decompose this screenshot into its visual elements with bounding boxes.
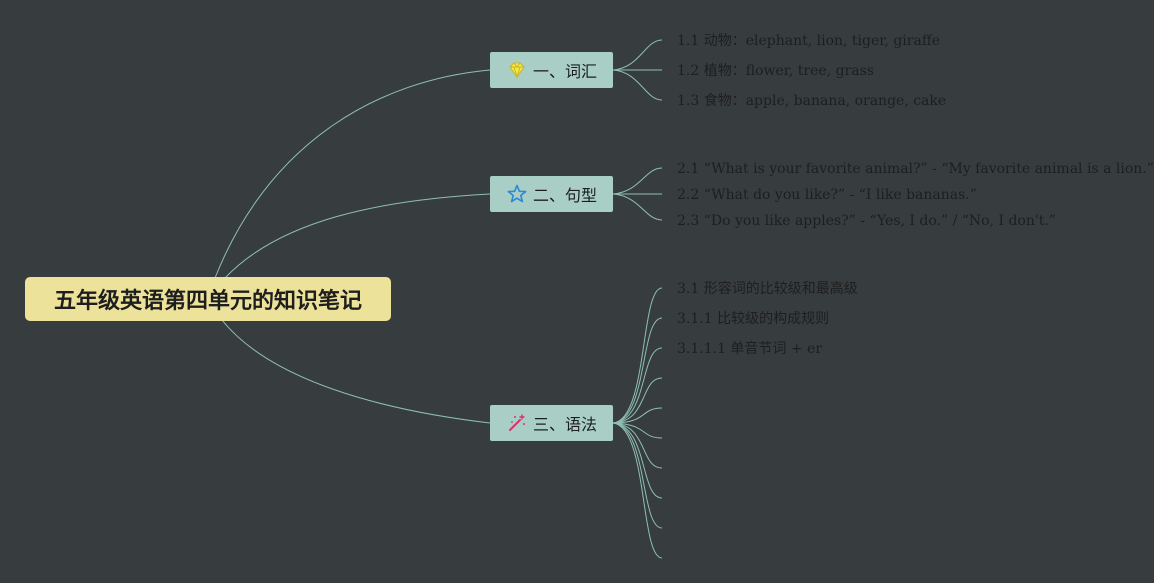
subtopic-item[interactable]: 2.3 “Do you like apples?” - “Yes, I do.”…	[677, 213, 1056, 229]
subtopic-item[interactable]: 1.3 食物：apple, banana, orange, cake	[677, 93, 947, 109]
magic-wand-icon	[507, 413, 527, 433]
topic-grammar[interactable]: 三、语法	[490, 405, 613, 441]
subtopic-item[interactable]: 2.2 “What do you like?” - “I like banana…	[677, 187, 977, 203]
central-topic[interactable]: 五年级英语第四单元的知识笔记	[25, 277, 391, 321]
central-topic-label: 五年级英语第四单元的知识笔记	[53, 289, 362, 314]
topic-sentence-patterns[interactable]: 二、句型	[490, 176, 613, 212]
topic-sentence-patterns-label: 二、句型	[533, 186, 598, 205]
star-icon	[507, 184, 527, 204]
topic-vocabulary-label: 一、词汇	[533, 62, 598, 81]
subtopic-item[interactable]: 3.1.1.1 单音节词 + er	[677, 341, 823, 357]
topic-vocabulary[interactable]: 一、词汇	[490, 52, 613, 88]
subtopic-item[interactable]: 1.1 动物：elephant, lion, tiger, giraffe	[677, 33, 941, 49]
subtopic-item[interactable]: 3.1.1 比较级的构成规则	[677, 311, 830, 327]
subtopic-item[interactable]: 2.1 “What is your favorite animal?” - “M…	[677, 161, 1154, 177]
connector-lines	[214, 39, 663, 559]
subtopic-item[interactable]: 1.2 植物：flower, tree, grass	[677, 63, 874, 79]
topic-grammar-label: 三、语法	[533, 415, 598, 434]
diamond-icon	[507, 60, 527, 80]
subtopic-item[interactable]: 3.1 形容词的比较级和最高级	[677, 281, 858, 297]
